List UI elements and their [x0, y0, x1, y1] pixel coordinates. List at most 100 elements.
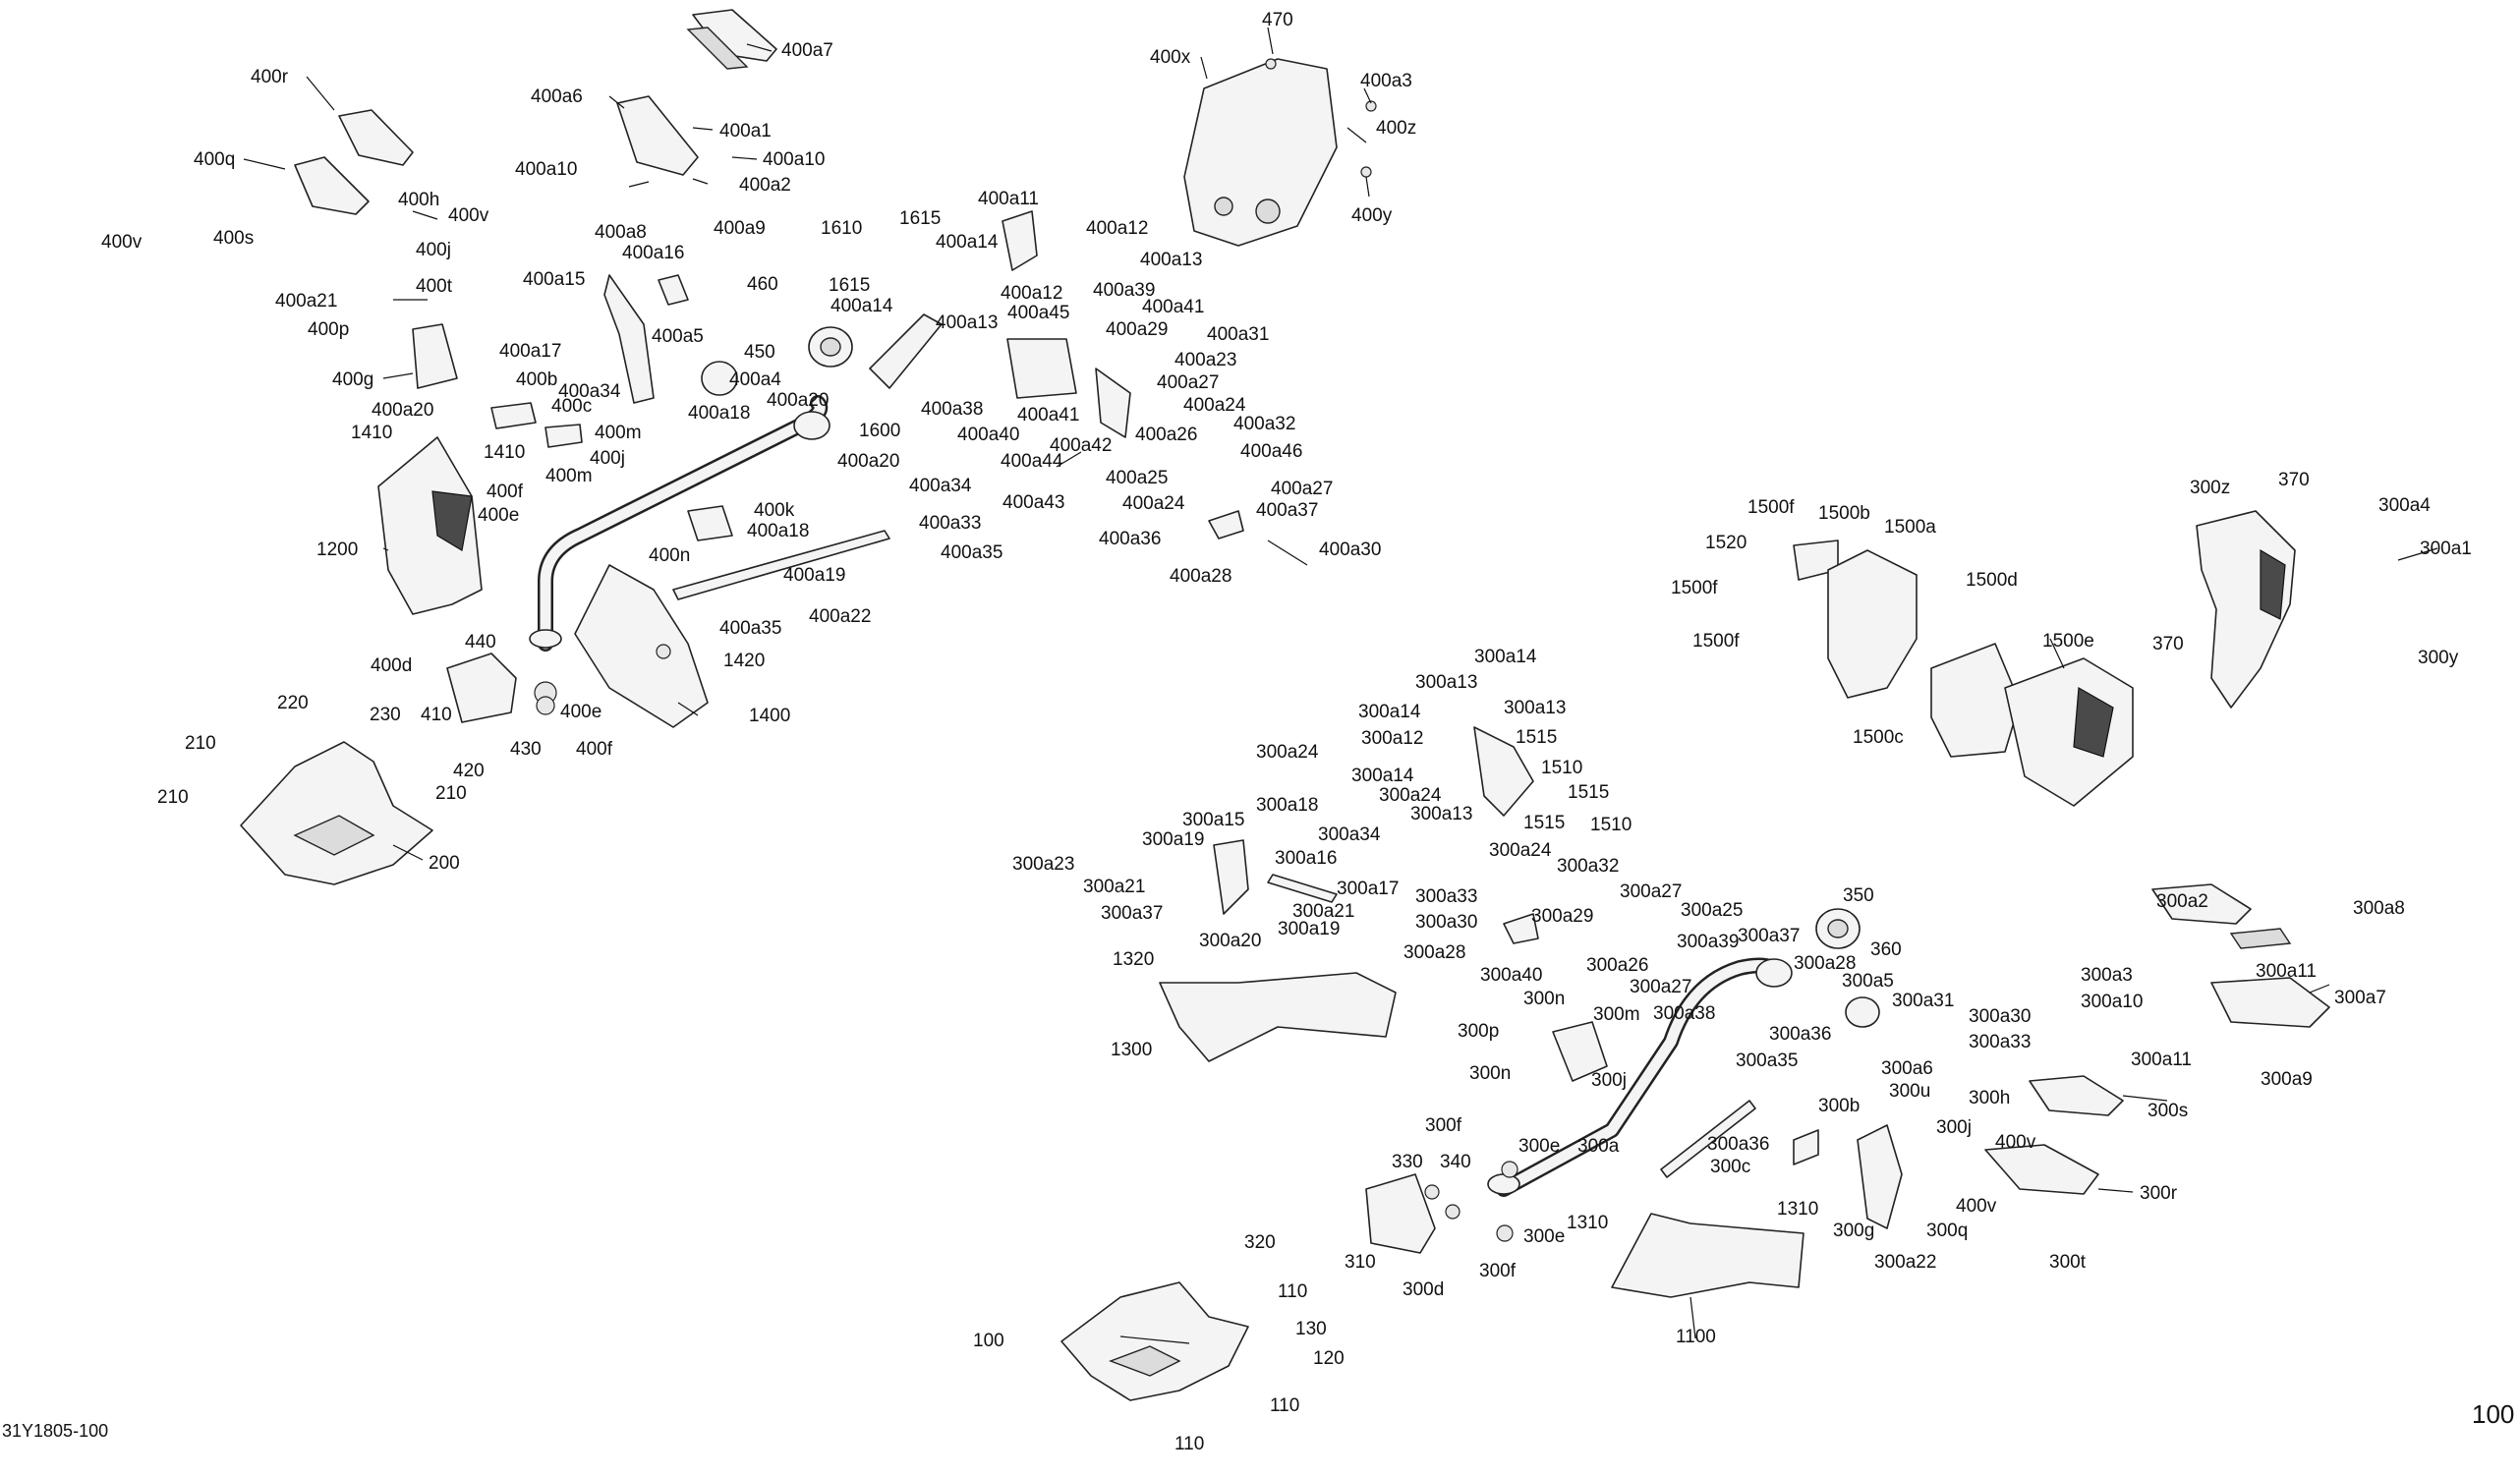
callout-370: 370	[2278, 470, 2310, 490]
callout-300u: 300u	[1889, 1081, 1930, 1102]
callout-370b: 370	[2152, 634, 2184, 654]
callout-400v-b: 400v	[101, 232, 143, 253]
callout-400a29: 400a29	[1106, 319, 1168, 340]
callout-300a38: 300a38	[1653, 1003, 1715, 1024]
callout-1310b: 1310	[1567, 1213, 1608, 1233]
callout-400a13b: 400a13	[936, 312, 998, 333]
callout-300e-b: 300e	[1523, 1226, 1565, 1247]
callout-400a14b: 400a14	[830, 296, 893, 316]
callout-400a38: 400a38	[921, 399, 983, 420]
callout-350: 350	[1843, 885, 1874, 906]
callout-130: 130	[1295, 1319, 1327, 1339]
callout-400z: 400z	[1376, 118, 1416, 139]
callout-400a3: 400a3	[1360, 71, 1412, 91]
callout-300a39: 300a39	[1677, 932, 1739, 952]
callout-300a8: 300a8	[2353, 898, 2405, 919]
callout-300a13: 300a13	[1415, 672, 1477, 693]
callout-300e: 300e	[1518, 1136, 1560, 1157]
callout-1515c: 1515	[1523, 813, 1565, 833]
callout-300a2: 300a2	[2156, 891, 2208, 912]
callout-440: 440	[465, 632, 496, 653]
callout-300a9: 300a9	[2261, 1069, 2313, 1090]
callout-400a46: 400a46	[1240, 441, 1302, 462]
callout-1410b: 1410	[484, 442, 525, 463]
callout-300h: 300h	[1969, 1088, 2010, 1108]
callout-400a9: 400a9	[714, 218, 766, 239]
callout-1500f-c: 1500f	[1692, 631, 1740, 652]
callout-300a24c: 300a24	[1489, 840, 1552, 861]
callout-400a27b: 400a27	[1271, 479, 1333, 499]
callout-400y: 400y	[1351, 205, 1393, 226]
callout-220: 220	[277, 693, 309, 713]
callout-300a29: 300a29	[1531, 906, 1593, 927]
callout-1615: 1615	[899, 208, 941, 229]
callout-300a33: 300a33	[1415, 886, 1477, 907]
callout-400a18b: 400a18	[747, 521, 809, 541]
callout-400a26: 400a26	[1135, 425, 1197, 445]
callout-1200: 1200	[316, 540, 358, 560]
callout-1500f-b: 1500f	[1671, 578, 1718, 598]
callout-400a44: 400a44	[1001, 451, 1063, 472]
callout-300a5: 300a5	[1842, 971, 1894, 992]
callout-300a27b: 300a27	[1630, 977, 1691, 997]
callout-400a1: 400a1	[719, 121, 772, 142]
callout-300n-b: 300n	[1469, 1063, 1511, 1084]
callout-400h: 400h	[398, 190, 439, 210]
callout-400p: 400p	[308, 319, 349, 340]
callout-300b: 300b	[1818, 1096, 1860, 1116]
callout-1410: 1410	[351, 423, 392, 443]
callout-300v: 400v	[1995, 1132, 2036, 1153]
callout-1500f: 1500f	[1747, 497, 1795, 518]
callout-300a7: 300a7	[2334, 988, 2386, 1008]
callout-300m: 300m	[1593, 1004, 1640, 1025]
callout-1500d: 1500d	[1966, 570, 2018, 591]
callout-400n: 400n	[649, 545, 690, 566]
callout-420: 420	[453, 761, 485, 781]
callout-100: 100	[973, 1331, 1004, 1351]
callout-300a20: 300a20	[1199, 931, 1261, 951]
callout-400a35: 400a35	[941, 542, 1002, 563]
callout-400j-b: 400j	[590, 448, 625, 469]
callout-300a21b: 300a21	[1292, 901, 1354, 922]
callout-300a35: 300a35	[1736, 1051, 1798, 1071]
callout-360: 360	[1870, 939, 1902, 960]
callout-300a15: 300a15	[1182, 810, 1244, 830]
callout-400a24: 400a24	[1183, 395, 1246, 416]
callout-400a21: 400a21	[275, 291, 337, 312]
callout-1600: 1600	[859, 421, 900, 441]
callout-300a13b: 300a13	[1504, 698, 1566, 718]
callout-400a41b: 400a41	[1017, 405, 1079, 426]
callout-400a23: 400a23	[1174, 350, 1236, 370]
callout-450: 450	[744, 342, 775, 363]
callout-300a1: 300a1	[2420, 539, 2472, 559]
callout-300y: 300y	[2418, 648, 2459, 668]
callout-300a16: 300a16	[1275, 848, 1337, 869]
callout-400a28: 400a28	[1170, 566, 1231, 587]
callout-300a31: 300a31	[1892, 991, 1954, 1011]
callout-110: 110	[1278, 1281, 1307, 1302]
callout-1500b: 1500b	[1818, 503, 1870, 524]
callout-1500a: 1500a	[1884, 517, 1936, 538]
callout-1610: 1610	[821, 218, 862, 239]
callout-400a13: 400a13	[1140, 250, 1202, 270]
callout-300a24: 300a24	[1256, 742, 1319, 763]
callout-400a2: 400a2	[739, 175, 791, 196]
callout-400a12b: 400a12	[1001, 283, 1062, 304]
callout-210b: 210	[157, 787, 189, 808]
callout-300a6: 300a6	[1881, 1058, 1933, 1079]
callout-400a17: 400a17	[499, 341, 561, 362]
callout-400c: 400c	[551, 396, 592, 417]
callout-400a35b: 400a35	[719, 618, 781, 639]
right-footrest-assembly	[1060, 510, 2330, 1401]
callout-400f-b: 400f	[576, 739, 613, 760]
callout-400a43: 400a43	[1002, 492, 1064, 513]
callout-400a34b: 400a34	[909, 476, 972, 496]
callout-400e: 400e	[478, 505, 519, 526]
callout-300a19: 300a19	[1142, 829, 1204, 850]
callout-300q: 300q	[1926, 1221, 1968, 1241]
callout-1615b: 1615	[829, 275, 870, 296]
callout-400a30: 400a30	[1319, 540, 1381, 560]
callout-1510: 1510	[1541, 758, 1582, 778]
callout-300a11b: 300a11	[2131, 1050, 2192, 1070]
left-footrest-assembly	[240, 9, 1377, 885]
